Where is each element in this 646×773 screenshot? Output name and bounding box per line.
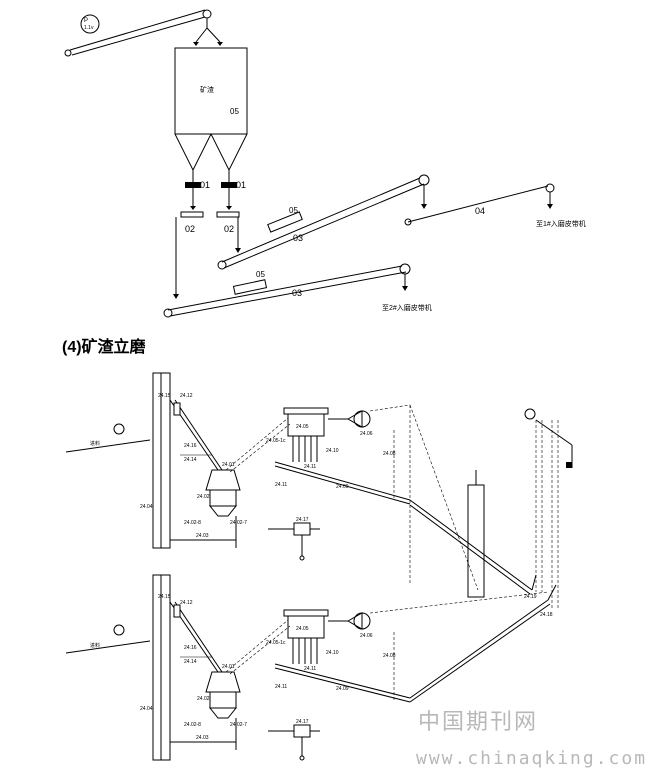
conveyor-lower-tag: 03 xyxy=(292,288,302,298)
pump-symbol-label-p: P xyxy=(84,18,88,24)
fan-tag: 24.06 xyxy=(360,431,373,437)
destination-2: 至2#入磨皮带机 xyxy=(382,303,432,312)
bagfilter-out-tag-b: 24.10 xyxy=(326,448,339,454)
bagfilter-out-tag-c: 24.11 xyxy=(304,666,316,672)
mill-tag-d: 24.02-7 xyxy=(230,520,247,526)
mill-tag-e: 24.03 xyxy=(196,533,209,539)
conveyor-tag-a: 24.09 xyxy=(336,484,349,490)
screw-conveyor xyxy=(274,663,411,699)
belt-feeder-right xyxy=(216,211,240,218)
conveyor-tag-a: 24.09 xyxy=(336,686,349,692)
elevator-tag-a: 24.15 xyxy=(158,393,171,399)
feeder-tag-left: 01 xyxy=(200,180,210,190)
destination-1: 至1#入磨皮带机 xyxy=(536,219,586,228)
bagfilter-out-tag-a: 24.05-1c xyxy=(266,438,286,444)
weigher-upper-tag: 05 xyxy=(289,206,298,215)
bagfilter-out-tag-a: 24.05-1c xyxy=(266,640,286,646)
inlet-label: 进料 xyxy=(90,440,100,447)
conveyor-upper xyxy=(221,177,421,263)
elevator-tag-b: 24.12 xyxy=(180,600,193,606)
belt-feeder-tag-left: 02 xyxy=(185,224,195,234)
conveyor-tag-b: 24.11 xyxy=(275,684,287,690)
watermark-cn: 中国期刊网 xyxy=(418,710,539,735)
conveyor-lower xyxy=(167,265,403,311)
watermark-url: www.chinaqking.com xyxy=(416,748,646,769)
separator-tag-a: 24.16 xyxy=(184,443,197,449)
bagfilter-out-tag-c: 24.11 xyxy=(304,464,316,470)
mill-tag-e: 24.03 xyxy=(196,735,209,741)
bucket-elevator xyxy=(152,372,171,549)
shared-transport: 24.19 24.18 xyxy=(409,408,573,703)
fan-tag: 24.06 xyxy=(360,633,373,639)
dust-tag: 24.08 xyxy=(383,653,396,659)
top-diagram: P 1.1v 矿渣 05 01 01 02 02 xyxy=(64,9,586,318)
pump-symbol xyxy=(80,14,100,34)
transfer-silo xyxy=(467,484,485,598)
vertical-mill xyxy=(205,671,241,693)
dust-tag: 24.08 xyxy=(383,451,396,457)
weigher-upper xyxy=(267,211,303,233)
bagfilter-out-tag-b: 24.10 xyxy=(326,650,339,656)
belt-feeder-left xyxy=(180,211,204,218)
right-tag-a: 24.19 xyxy=(524,594,537,600)
mill-line-2: 24.04 24.15 24.12 进料 24.16 24.14 24.01 2… xyxy=(65,574,549,761)
mill-tag-b: 24.02 xyxy=(197,494,210,500)
section-title: (4)矿渣立磨 xyxy=(62,339,146,356)
bagfilter-tag: 24.05 xyxy=(296,626,309,632)
bagfilter-tag: 24.05 xyxy=(296,424,309,430)
conveyor-right xyxy=(407,185,549,223)
feeder-left xyxy=(185,182,201,188)
screw-conveyor xyxy=(274,461,411,501)
elevator-tag-b: 24.12 xyxy=(180,393,193,399)
pipe-tag: 24.04 xyxy=(140,706,153,712)
mill-tag-a: 24.01 xyxy=(222,664,235,670)
elevator-tag-a: 24.15 xyxy=(158,594,171,600)
feed-belt xyxy=(69,9,206,51)
mill-tag-d: 24.02-7 xyxy=(230,722,247,728)
conveyor-right-tag: 04 xyxy=(475,206,485,216)
mill-tag-c: 24.02-8 xyxy=(184,722,201,728)
feeder-tag-right: 01 xyxy=(236,180,246,190)
belt-feeder-tag-right: 02 xyxy=(224,224,234,234)
bucket-elevator xyxy=(152,574,171,761)
pipe-tag: 24.04 xyxy=(140,504,153,510)
pump-tag: 24.17 xyxy=(296,517,309,523)
silo-tag: 05 xyxy=(230,107,239,116)
inlet-symbol xyxy=(113,624,125,636)
weigher-lower xyxy=(232,279,268,295)
silo-label: 矿渣 xyxy=(200,85,214,94)
pump xyxy=(293,522,311,536)
mill-tag-c: 24.02-8 xyxy=(184,520,201,526)
separator-tag-b: 24.14 xyxy=(184,457,197,463)
feeder-right xyxy=(221,182,237,188)
mill-line-1: 24.04 24.15 24.12 进料 24.16 24.14 24.01 2… xyxy=(65,372,479,591)
inlet-symbol xyxy=(113,423,125,435)
mill-tag-b: 24.02 xyxy=(197,696,210,702)
conveyor-upper-tag: 03 xyxy=(293,233,303,243)
pump-tag: 24.17 xyxy=(296,719,309,725)
separator-tag-a: 24.16 xyxy=(184,645,197,651)
weigher-lower-tag: 05 xyxy=(256,270,265,279)
mill-tag-a: 24.01 xyxy=(222,462,235,468)
right-tag-b: 24.18 xyxy=(540,612,553,618)
pump xyxy=(293,724,311,738)
pump-symbol-label-v: 1.1v xyxy=(84,25,94,31)
separator-tag-b: 24.14 xyxy=(184,659,197,665)
conveyor-tag-b: 24.11 xyxy=(275,482,287,488)
inlet-label: 进料 xyxy=(90,642,100,649)
right-instrument xyxy=(524,408,536,420)
vertical-mill xyxy=(205,469,241,491)
